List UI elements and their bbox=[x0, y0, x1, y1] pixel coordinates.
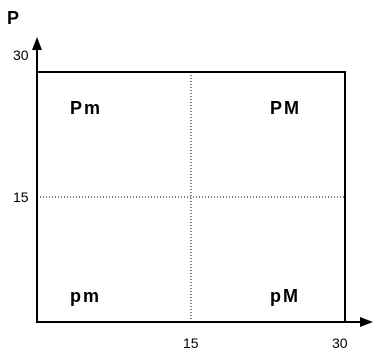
quadrant-label-bottom-right: pM bbox=[270, 286, 300, 306]
quadrant-label-top-left: Pm bbox=[70, 98, 102, 118]
y-axis-arrowhead bbox=[32, 37, 42, 50]
y-axis-title: P bbox=[7, 8, 19, 28]
quadrant-label-bottom-left: pm bbox=[70, 286, 101, 306]
x-axis-arrowhead bbox=[360, 317, 373, 327]
y-tick-mid: 15 bbox=[13, 189, 29, 205]
y-tick-max: 30 bbox=[13, 47, 29, 63]
x-tick-mid: 15 bbox=[183, 335, 199, 351]
x-tick-max: 30 bbox=[332, 335, 348, 351]
quadrant-label-top-right: PM bbox=[270, 98, 301, 118]
